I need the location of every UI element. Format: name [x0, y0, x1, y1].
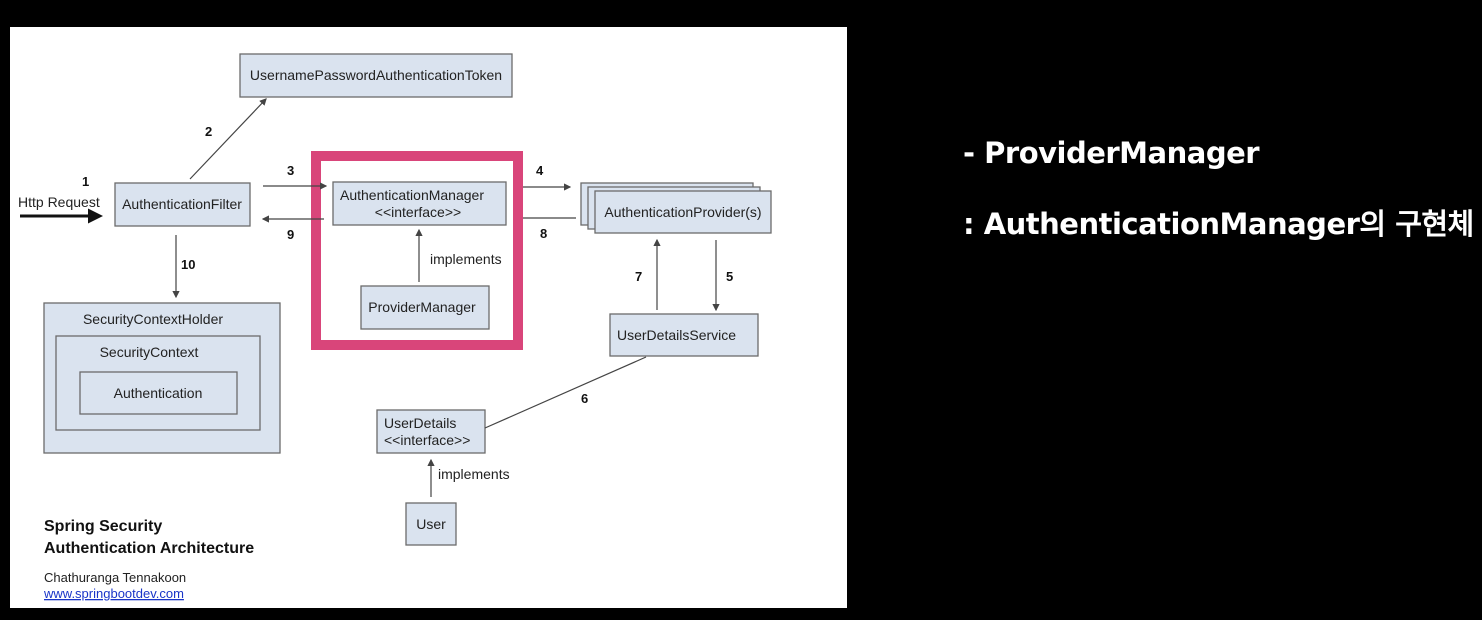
- author: Chathuranga Tennakoon: [44, 570, 186, 585]
- diagram-title-line1: Spring Security: [44, 518, 162, 535]
- side-description: : AuthenticationManager의 구현체: [963, 207, 1474, 241]
- token-label: UsernamePasswordAuthenticationToken: [250, 67, 502, 83]
- implements-label-1: implements: [430, 251, 502, 267]
- provider-manager-node: ProviderManager: [360, 285, 490, 330]
- user-details-node: UserDetails <<interface>>: [376, 409, 486, 454]
- user-label: User: [416, 516, 446, 532]
- manager-label: AuthenticationManager: [340, 187, 484, 203]
- user-node: User: [405, 502, 457, 546]
- sc-label: SecurityContext: [100, 344, 199, 360]
- security-context-holder-node: SecurityContextHolder SecurityContext Au…: [43, 302, 281, 454]
- uds-node: UserDetailsService: [609, 313, 759, 357]
- manager-stereotype: <<interface>>: [375, 204, 461, 220]
- provider-manager-label: ProviderManager: [368, 299, 476, 315]
- side-heading: - ProviderManager: [963, 136, 1260, 170]
- step-3: 3: [287, 163, 294, 178]
- implements-label-2: implements: [438, 466, 510, 482]
- step-6: 6: [581, 391, 588, 406]
- manager-node: AuthenticationManager <<interface>>: [332, 181, 507, 226]
- author-link[interactable]: www.springbootdev.com: [43, 586, 184, 601]
- user-details-stereotype: <<interface>>: [384, 432, 470, 448]
- step-4: 4: [536, 163, 544, 178]
- highlight-frame: [311, 151, 523, 350]
- step-9: 9: [287, 227, 294, 242]
- step-8: 8: [540, 226, 547, 241]
- user-details-label: UserDetails: [384, 415, 456, 431]
- step-1: 1: [82, 174, 89, 189]
- step-7: 7: [635, 269, 642, 284]
- step-2: 2: [205, 124, 212, 139]
- step-10: 10: [181, 257, 195, 272]
- providers-label: AuthenticationProvider(s): [604, 204, 761, 220]
- sch-label: SecurityContextHolder: [83, 311, 223, 327]
- filter-label: AuthenticationFilter: [122, 196, 242, 212]
- diagram-title-line2: Authentication Architecture: [44, 540, 254, 557]
- step-5: 5: [726, 269, 733, 284]
- auth-label: Authentication: [114, 385, 203, 401]
- http-request-label: Http Request: [18, 194, 100, 210]
- filter-node: AuthenticationFilter: [114, 182, 251, 227]
- token-node: UsernamePasswordAuthenticationToken: [239, 53, 513, 98]
- uds-label: UserDetailsService: [617, 327, 736, 343]
- providers-node: AuthenticationProvider(s): [580, 182, 772, 234]
